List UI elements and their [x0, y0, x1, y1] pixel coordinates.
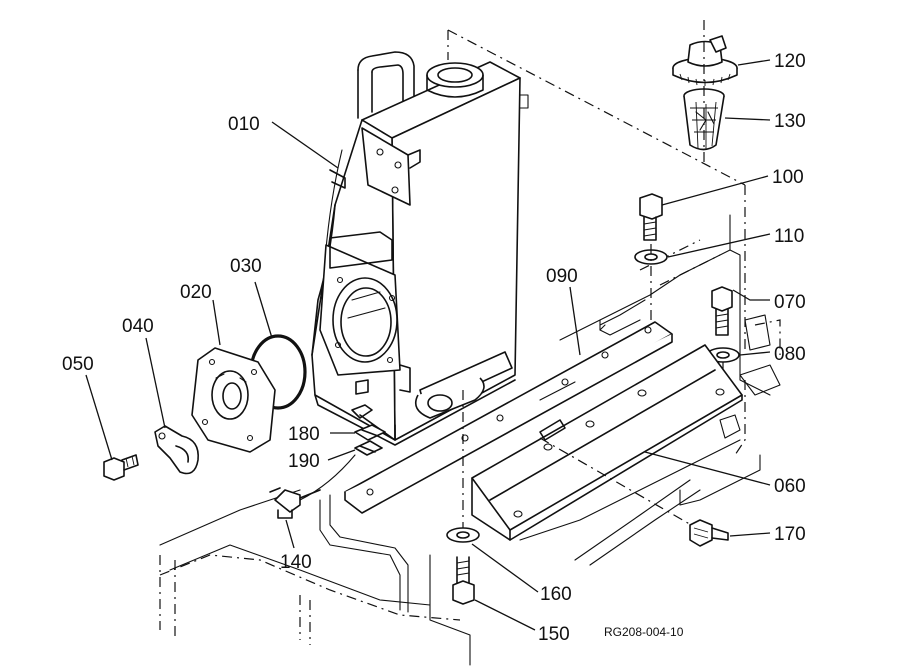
- label-100: 100: [772, 167, 804, 188]
- clip-190: [354, 440, 383, 456]
- tank-cap: [672, 35, 738, 86]
- label-020: 020: [180, 282, 212, 303]
- label-110: 110: [774, 226, 804, 247]
- leader-lines: [85, 59, 771, 631]
- label-150: 150: [538, 624, 570, 645]
- label-050: 050: [62, 354, 94, 375]
- angle-bracket-060: [471, 344, 743, 541]
- bolt-170: [689, 519, 729, 547]
- drain-cock-140: [269, 454, 356, 519]
- label-030: 030: [230, 256, 262, 277]
- label-080: 080: [774, 344, 806, 365]
- label-130: 130: [774, 111, 806, 132]
- label-090: 090: [546, 266, 578, 287]
- label-190: 190: [288, 451, 320, 472]
- fuel-tank: [311, 51, 529, 446]
- bolt-100: [639, 193, 663, 241]
- label-160: 160: [540, 584, 572, 605]
- label-070: 070: [774, 292, 806, 313]
- figure-reference-code: RG208-004-10: [604, 625, 684, 639]
- clip-180: [354, 424, 386, 441]
- label-120: 120: [774, 51, 806, 72]
- label-140: 140: [280, 552, 312, 573]
- flange-plate-020: [191, 347, 276, 453]
- strainer: [683, 20, 725, 165]
- label-060: 060: [774, 476, 806, 497]
- label-170: 170: [774, 524, 806, 545]
- part-labels: 010 020 030 040 050 060 070 080 090 100 …: [62, 51, 806, 645]
- label-040: 040: [122, 316, 154, 337]
- clamp-040: [154, 425, 199, 475]
- label-010: 010: [228, 114, 260, 135]
- flat-bracket-090: [344, 321, 673, 514]
- bolt-050: [103, 454, 139, 481]
- label-180: 180: [288, 424, 320, 445]
- washer-160: [446, 527, 480, 543]
- bolt-150: [452, 556, 475, 605]
- bolt-070: [711, 286, 733, 336]
